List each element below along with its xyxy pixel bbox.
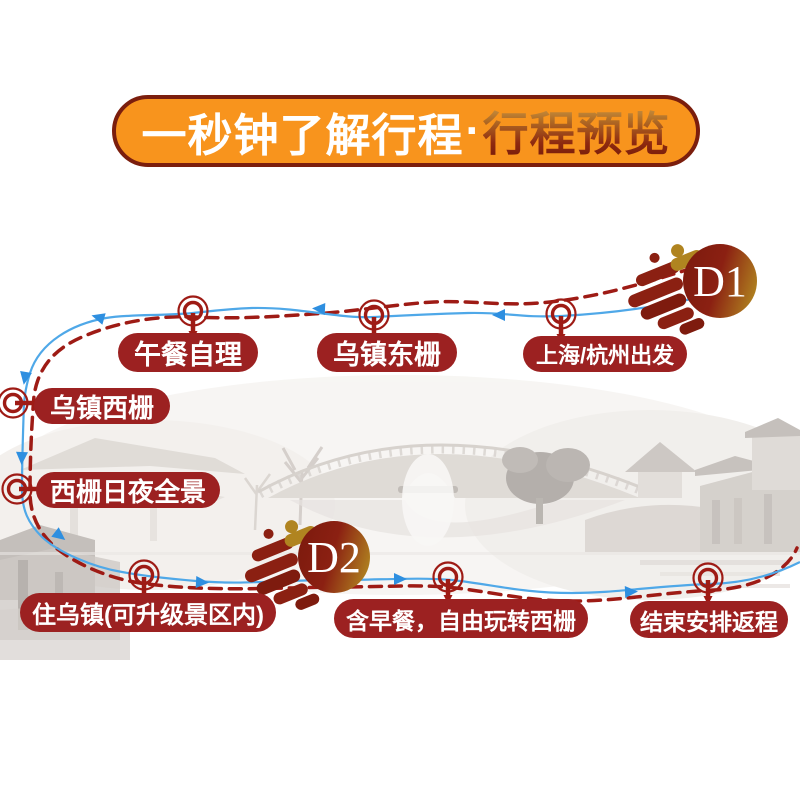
stop-label-depart-shanghai-hangzhou: 上海/杭州出发 (523, 336, 688, 372)
banner-separator-dot: · (465, 105, 481, 156)
day-2-label: D2 (307, 533, 361, 582)
stop-label-stay-wuzhen: 住乌镇(可升级景区内) (20, 593, 276, 632)
stop-label-xizha-day-night-view: 西栅日夜全景 (36, 472, 221, 508)
stop-label-wuzhen-dongzha: 乌镇东栅 (317, 333, 457, 372)
route-direction-arrow-icon (195, 576, 209, 588)
route-direction-arrow-icon (16, 451, 28, 465)
foliage-icon (502, 447, 590, 524)
route-direction-arrow-icon (91, 313, 106, 325)
banner-title-accent: 行程预览 (483, 98, 671, 164)
route-direction-arrow-icon (624, 586, 638, 598)
stop-label-breakfast-free-tour: 含早餐，自由玩转西栅 (334, 599, 588, 638)
route-direction-arrow-icon (492, 309, 505, 321)
route-direction-arrows (16, 303, 638, 598)
map-pin-icon (692, 562, 724, 605)
day-1-badge: D1 (628, 244, 757, 335)
banner-title-main: 一秒钟了解行程 (141, 109, 464, 161)
stop-label-lunch-on-own: 午餐自理 (118, 333, 258, 372)
itinerary-banner: 一秒钟了解行程 · 行程预览 (112, 95, 700, 167)
tree-icon (243, 473, 272, 531)
route-direction-arrow-icon (394, 573, 407, 585)
map-pin-icon (432, 561, 464, 604)
route-direction-arrow-icon (51, 527, 66, 541)
village-houses-icon (585, 418, 800, 588)
route-direction-arrow-icon (20, 370, 32, 385)
route-direction-arrow-icon (312, 303, 326, 315)
background-scene-group (0, 375, 800, 660)
stop-label-wuzhen-xizha: 乌镇西栅 (34, 388, 171, 424)
stop-label-return-trip: 结束安排返程 (630, 601, 788, 638)
day-1-label: D1 (693, 257, 747, 306)
day-2-badge: D2 (245, 520, 370, 610)
